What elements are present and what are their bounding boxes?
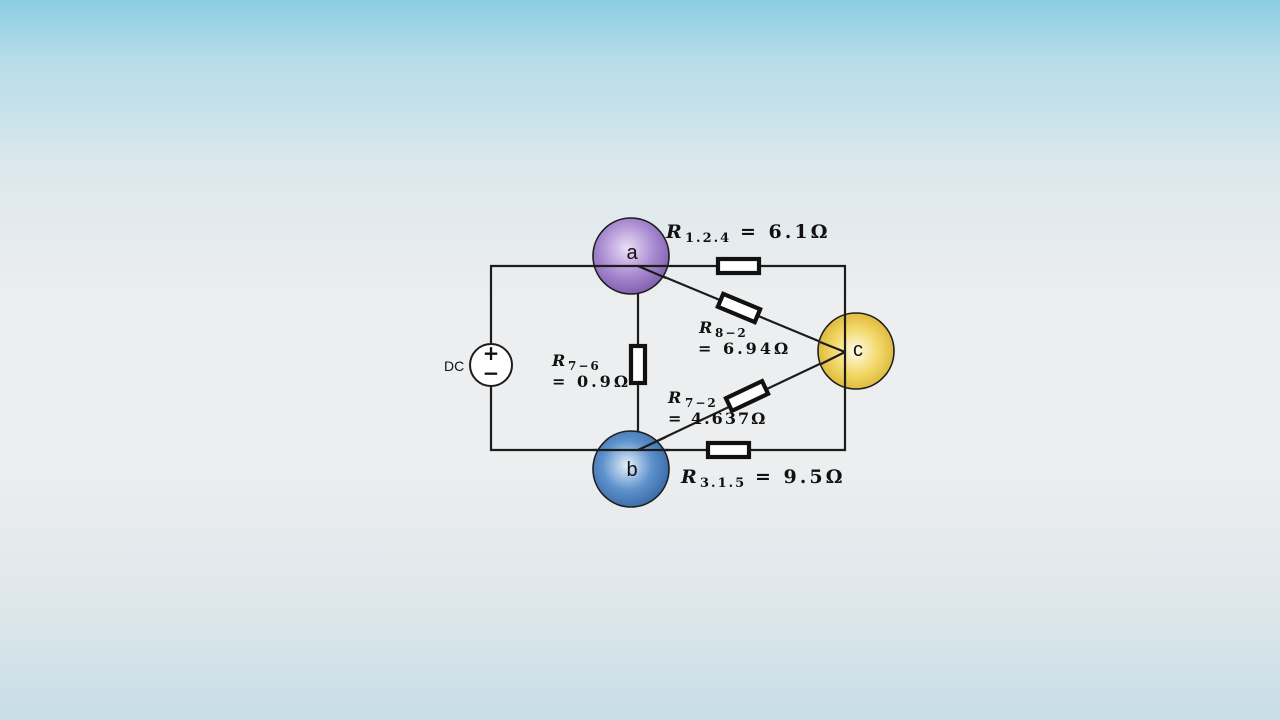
resistor-r124 <box>715 256 762 276</box>
label-r76: R 7−6 = 0.9Ω <box>551 351 631 391</box>
node-c-label: c <box>853 339 863 361</box>
dc-label: DC <box>444 358 464 374</box>
label-r82-name: R <box>698 318 712 337</box>
resistor-r315 <box>705 440 752 460</box>
dc-source: + − <box>469 341 513 387</box>
resistor-r72 <box>723 378 771 414</box>
node-b-label: b <box>626 459 637 481</box>
label-r315-sub: 3.1.5 <box>700 476 746 491</box>
label-r124: R 1.2.4 = 6.1Ω <box>665 221 831 246</box>
label-r72-sub: 7−2 <box>685 396 718 410</box>
node-b: b <box>592 430 670 508</box>
node-a-label: a <box>626 242 638 264</box>
label-r315: R 3.1.5 = 9.5Ω <box>680 466 846 491</box>
label-r124-value: = 6.1Ω <box>740 221 831 243</box>
label-r76-name: R <box>551 351 565 370</box>
label-r124-sub: 1.2.4 <box>685 231 731 246</box>
label-r72: R 7−2 = 4.637Ω <box>667 388 767 428</box>
resistor-r76 <box>628 343 648 386</box>
node-c: c <box>817 312 895 390</box>
wires-over-nodes <box>593 264 847 452</box>
label-r72-value: = 4.637Ω <box>668 409 767 428</box>
dc-minus-sign: − <box>483 361 500 385</box>
label-r76-sub: 7−6 <box>568 359 601 373</box>
label-r82: R 8−2 = 6.94Ω <box>698 318 791 358</box>
label-r82-value: = 6.94Ω <box>698 339 791 358</box>
label-r315-value: = 9.5Ω <box>755 466 846 488</box>
label-r82-sub: 8−2 <box>715 326 748 340</box>
node-a: a <box>592 217 670 295</box>
label-r124-name: R <box>665 221 682 243</box>
label-r76-value: = 0.9Ω <box>552 372 631 391</box>
resistor-r82 <box>715 291 763 325</box>
label-r72-name: R <box>667 388 681 407</box>
label-r315-name: R <box>680 466 697 488</box>
dc-plus-sign: + <box>483 341 500 365</box>
